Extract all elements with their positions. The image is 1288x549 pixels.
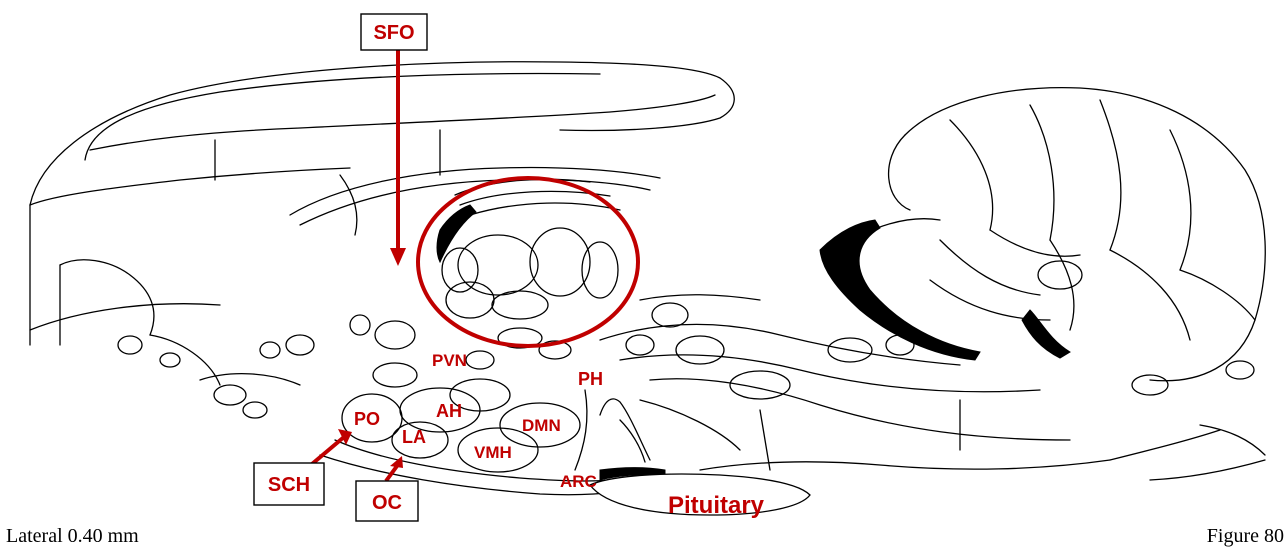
- callout-sch-label: SCH: [268, 474, 310, 496]
- sch-arrow: [312, 437, 344, 464]
- label-vmh: VMH: [474, 443, 512, 462]
- callout-sfo-label: SFO: [373, 22, 414, 44]
- highlight-circle: [418, 178, 638, 346]
- label-arc: ARC: [560, 472, 597, 491]
- oc-arrowhead: [390, 456, 403, 468]
- sfo-arrowhead: [390, 248, 406, 266]
- callout-sfo: SFO: [361, 14, 427, 50]
- callout-oc: OC: [356, 481, 418, 521]
- callout-sch: SCH: [254, 463, 324, 505]
- caption-figure-number: Figure 80: [1207, 525, 1284, 547]
- label-ah: AH: [436, 401, 462, 421]
- label-la: LA: [402, 427, 426, 447]
- label-ph: PH: [578, 369, 603, 389]
- brain-sagittal-outline: [30, 62, 1265, 515]
- label-pvn: PVN: [432, 351, 467, 370]
- label-pituitary: Pituitary: [668, 492, 765, 519]
- label-po: PO: [354, 409, 380, 429]
- caption-lateral: Lateral 0.40 mm: [6, 525, 139, 547]
- label-dmn: DMN: [522, 416, 561, 435]
- callout-oc-label: OC: [372, 492, 402, 514]
